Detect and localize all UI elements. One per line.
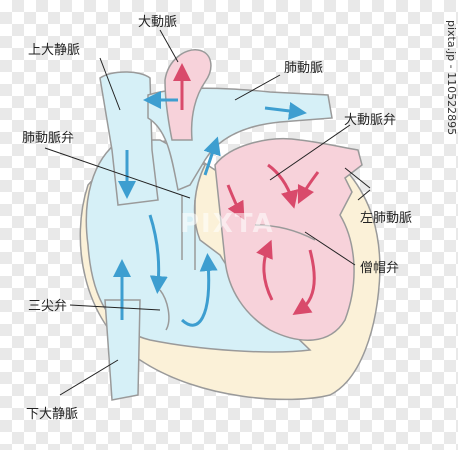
- blue-arrow-ventricle: [180, 253, 218, 327]
- label-left-pulmonary: 左肺動脈: [360, 211, 412, 226]
- septum: [181, 195, 196, 270]
- label-superior-vena-cava: 上大静脈: [28, 43, 80, 58]
- watermark: PIXTA: [180, 209, 275, 239]
- label-tricuspid-valve: 三尖弁: [28, 299, 67, 314]
- blue-arrow-atrium: [148, 214, 168, 294]
- label-pulmonary-artery: 肺動脈: [284, 61, 323, 76]
- mitral-valve: [254, 224, 316, 241]
- left-heart: [214, 138, 363, 341]
- blue-arrow-pa-right: [264, 101, 307, 120]
- label-aortic-valve: 大動脈弁: [344, 113, 396, 128]
- red-arrow-la-1: [226, 184, 245, 220]
- side-credit: pixta.jp - 110522895: [445, 20, 458, 135]
- label-inferior-vena-cava: 下大静脈: [26, 407, 78, 422]
- red-arrow-lv-down: [292, 249, 316, 315]
- label-pulmonary-valve: 肺動脈弁: [22, 131, 74, 146]
- pulmonary-artery-trunk: [147, 87, 333, 192]
- blue-arrow-pa-up: [203, 136, 221, 176]
- label-aorta: 大動脈: [138, 15, 177, 30]
- red-arrow-la-3: [297, 171, 320, 205]
- red-arrow-la-2: [267, 163, 299, 209]
- red-arrow-lv-up: [256, 239, 274, 301]
- label-mitral-valve: 僧帽弁: [360, 260, 399, 276]
- leader-lines: [44, 29, 371, 396]
- inferior-vena-cava: [104, 299, 141, 401]
